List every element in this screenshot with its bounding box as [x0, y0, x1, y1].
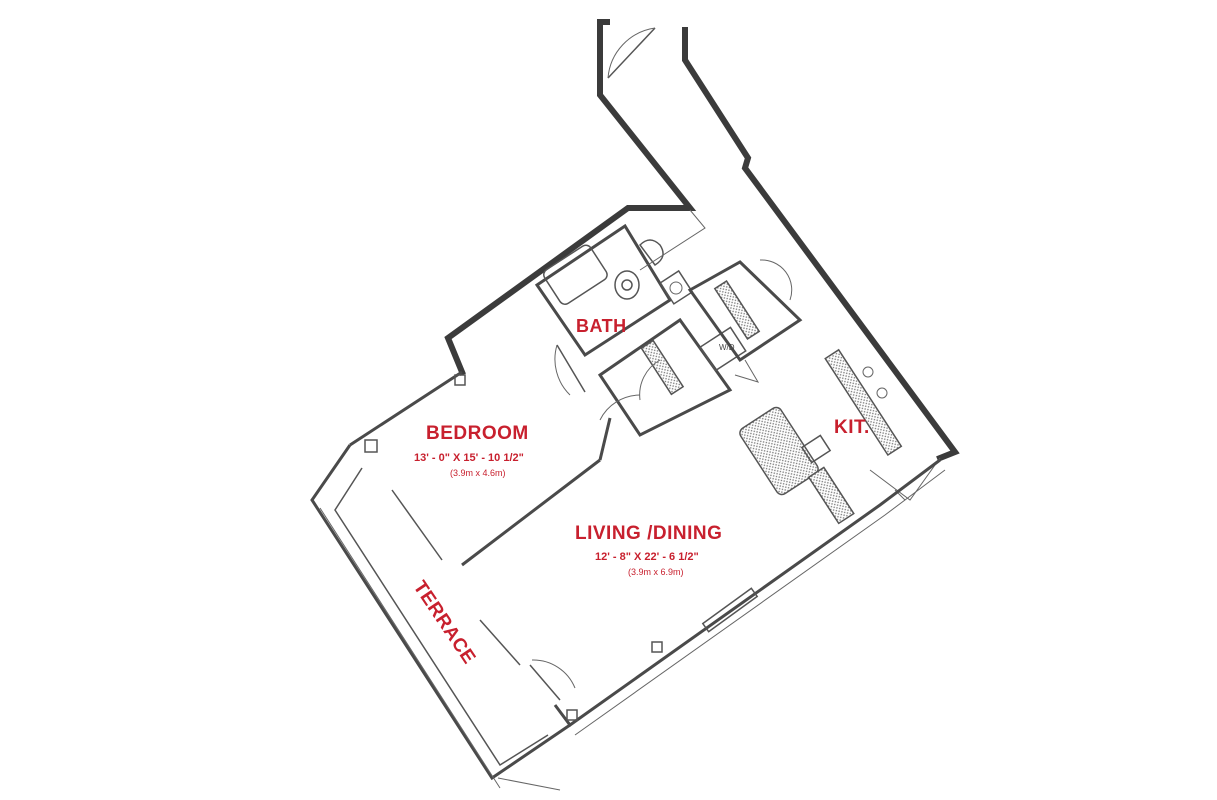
bath-label: BATH [576, 316, 627, 336]
living-dining-label: LIVING /DINING [575, 523, 723, 544]
bedroom-label: BEDROOM [426, 423, 529, 444]
entry-door [607, 27, 656, 79]
living-dining-dimensions: 12' - 8" X 22' - 6 1/2" [595, 551, 699, 563]
bathroom-fixtures [534, 209, 706, 396]
kitchen-fixtures [739, 348, 941, 525]
living-dining-metric: (3.9m x 6.9m) [628, 567, 684, 577]
interior-walls [349, 370, 612, 567]
bedroom-dimensions: 13' - 0" X 15' - 10 1/2" [414, 452, 524, 464]
bedroom-metric: (3.9m x 4.6m) [450, 468, 506, 478]
exterior-walls [444, 19, 960, 462]
washer-dryer-label: W/D [719, 343, 735, 352]
closets [597, 259, 803, 437]
living-exterior-wall [553, 458, 946, 736]
kitchen-label: KIT. [834, 417, 870, 438]
terrace-outline [310, 444, 576, 791]
